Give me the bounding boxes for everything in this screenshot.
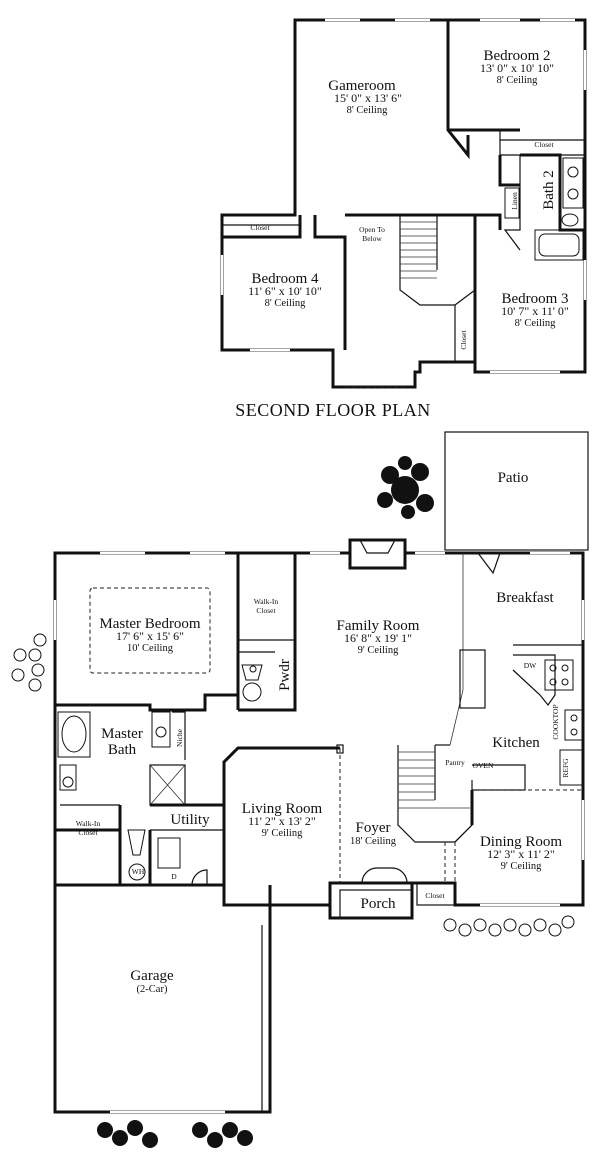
dw-label: DW (524, 661, 537, 670)
bedroom2-ceiling: 8' Ceiling (497, 75, 538, 86)
bedroom4-ceiling: 8' Ceiling (265, 298, 306, 309)
wh-label: WH (132, 867, 145, 876)
master-bedroom-ceiling: 10' Ceiling (127, 643, 174, 654)
master-bath-label-1: Master (101, 726, 143, 742)
bedroom4-dims: 11' 6" x 10' 10" (248, 284, 322, 298)
bedroom3-label: Bedroom 3 (501, 291, 568, 307)
pantry-label: Pantry (445, 758, 465, 767)
gameroom-ceiling: 8' Ceiling (347, 105, 388, 116)
open-to-below-label-2: Below (362, 234, 382, 243)
breakfast-label: Breakfast (496, 590, 554, 606)
fireplace (348, 553, 407, 570)
master-bedroom-label: Master Bedroom (99, 616, 201, 632)
d-label: D (171, 872, 177, 881)
bedroom4-label: Bedroom 4 (251, 271, 319, 287)
shrub-icon (443, 915, 575, 937)
living-room-ceiling: 9' Ceiling (262, 828, 303, 839)
closet-bed3-label: Closet (459, 330, 468, 350)
family-room-ceiling: 9' Ceiling (358, 645, 399, 656)
patio-outline (444, 431, 589, 551)
master-bath-label-2: Bath (108, 742, 137, 758)
oven-label: OVEN (473, 761, 494, 770)
bath2-label: Bath 2 (541, 170, 557, 210)
garage-label: Garage (130, 968, 174, 984)
dining-room-dims: 12' 3" x 11' 2" (487, 847, 555, 861)
living-room-dims: 11' 2" x 13' 2" (248, 814, 316, 828)
foyer-label: Foyer (356, 820, 391, 836)
utility-label: Utility (170, 812, 210, 828)
gameroom-dims: 15' 0" x 13' 6" (334, 91, 402, 105)
walk-in-closet-bath-label-1: Walk-In (76, 819, 101, 828)
family-room-dims: 16' 8" x 19' 1" (344, 631, 412, 645)
garage-outline (53, 885, 272, 1114)
family-room-label: Family Room (337, 618, 420, 634)
walk-in-closet-bath-label-2: Closet (78, 828, 98, 837)
bedroom3-ceiling: 8' Ceiling (515, 318, 556, 329)
shrub-icon (11, 633, 47, 692)
pwdr-label: Pwdr (277, 659, 293, 691)
bedroom2-label: Bedroom 2 (483, 48, 550, 64)
second-floor-stairs (399, 215, 476, 306)
tree-icon (377, 456, 434, 519)
closet-front-label: Closet (425, 891, 445, 900)
closet-bed2-label: Closet (534, 140, 554, 149)
second-floor-title: SECOND FLOOR PLAN (235, 400, 431, 420)
dining-room-label: Dining Room (480, 834, 562, 850)
second-floor: Gameroom 15' 0" x 13' 6" 8' Ceiling Bedr… (220, 18, 587, 420)
master-bedroom-dims: 17' 6" x 15' 6" (116, 629, 184, 643)
niche-label: Niche (175, 728, 184, 747)
first-floor: Patio (11, 431, 589, 1148)
refg-label: REFG (561, 758, 570, 778)
walk-in-closet-top-label-1: Walk-In (254, 597, 279, 606)
bedroom2-dims: 13' 0" x 10' 10" (480, 61, 554, 75)
foyer-ceiling: 18' Ceiling (350, 836, 397, 847)
dining-room-ceiling: 9' Ceiling (501, 861, 542, 872)
garage-sub-label: (2-Car) (137, 984, 168, 995)
gameroom-label: Gameroom (328, 78, 396, 94)
closet-bed4-label: Closet (250, 223, 270, 232)
kitchen-label: Kitchen (492, 735, 540, 751)
cooktop-label: COOKTOP (551, 704, 560, 739)
patio-label: Patio (498, 470, 529, 486)
porch-label: Porch (361, 896, 396, 912)
walk-in-closet-top-label-2: Closet (256, 606, 276, 615)
shrub-icon (97, 1120, 253, 1148)
bedroom3-dims: 10' 7" x 11' 0" (501, 304, 569, 318)
living-room-label: Living Room (242, 801, 323, 817)
linen-label: Linen (510, 192, 519, 210)
open-to-below-label-1: Open To (359, 225, 385, 234)
